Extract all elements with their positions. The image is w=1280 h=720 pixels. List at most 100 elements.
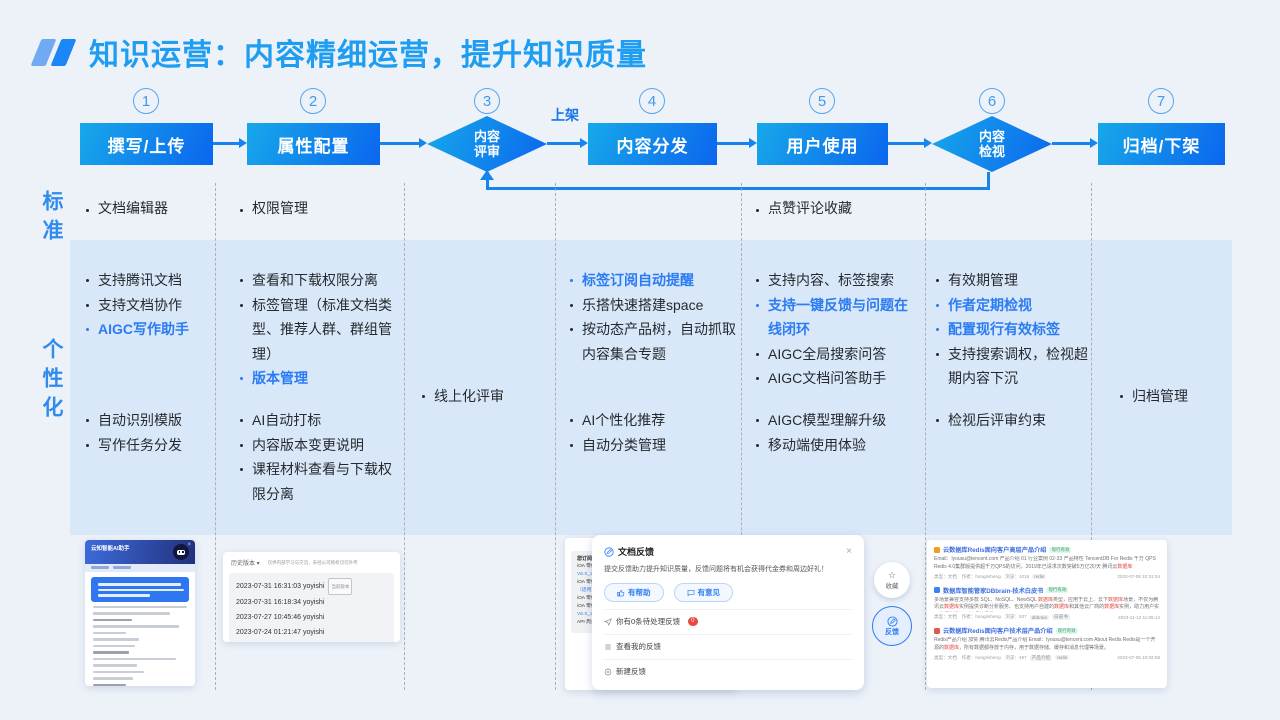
column-divider (925, 183, 926, 690)
version-text: 2023-07-24 01:21:47 yoyishi (236, 629, 325, 636)
result-meta: 类型：文档 作者：hongrisheng 浏览：537 dbbrain 白皮书 … (934, 614, 1160, 620)
bullet-icon (934, 408, 948, 433)
result-date: 2023-11-12 11:06:14 (1118, 614, 1160, 620)
column-divider (741, 183, 742, 690)
version-row[interactable]: 2023-07-31 16:31:03 yoyishi 当前版本 (236, 578, 387, 595)
feature-text: 支持搜索调权，检视超期内容下沉 (948, 345, 1088, 387)
favorite-button[interactable]: ☆ 收藏 (874, 562, 910, 598)
feature-text: 标签订阅自动提醒 (582, 272, 694, 288)
standard-cell-col1: 文档编辑器 (84, 198, 212, 218)
feature-text: 课程材料查看与下载权限分离 (252, 461, 392, 502)
result-tag[interactable]: dbbrain (1029, 614, 1049, 620)
step-diamond-content-inspection: 内容 检视 (932, 116, 1052, 172)
thumbs-up-icon (617, 589, 625, 596)
bullet-icon (84, 198, 98, 218)
feature-text: 文档编辑器 (98, 200, 168, 216)
arrow-right-icon (717, 138, 757, 148)
result-tag[interactable]: 白皮书 (1052, 614, 1070, 620)
helpful-button[interactable]: 有帮助 (604, 583, 664, 602)
feature-text: 乐搭快速搭建space (582, 296, 704, 313)
thumbnail-version-history: 历史版本 ▾ 仅供内部学习与交流，未经公司授权切勿外传 2023-07-31 1… (223, 552, 400, 642)
feature-text: AIGC全局搜索问答 (768, 345, 887, 362)
feature-item: 线上化评审 (420, 384, 548, 409)
version-row[interactable]: 2023-07-31 16:18:34 yoyishi (236, 595, 387, 610)
column-divider (1091, 183, 1092, 690)
pending-count-badge: 0 (688, 617, 698, 626)
bullet-icon (568, 268, 582, 293)
close-icon[interactable]: × (846, 546, 852, 557)
title-row: 知识运营：内容精细运营，提升知识质量 (30, 30, 647, 74)
step-number-6: 6 (979, 88, 1005, 114)
assistant-header: 云知智能AI助手 × (85, 540, 195, 564)
result-meta: 类型：文档 作者：hongrisheng 浏览：497 产品介绍 redis 2… (934, 654, 1160, 661)
opinion-button[interactable]: 有意见 (673, 583, 733, 602)
feature-item: 文档编辑器 (84, 198, 212, 218)
new-feedback-row[interactable]: 新建反馈 (604, 659, 852, 677)
feature-item: AI个性化推荐 (568, 408, 738, 433)
bullet-icon (84, 433, 98, 458)
close-icon[interactable]: × (187, 542, 191, 548)
result-title[interactable]: 数据库智能管家DBbrain-技术白皮书 (943, 587, 1044, 595)
feedback-pen-icon (886, 615, 898, 627)
step-number-3: 3 (474, 88, 500, 114)
feature-item: AIGC写作助手 (84, 317, 212, 342)
column-divider (215, 183, 216, 690)
result-title[interactable]: 云数据库Redis面向客户高层产品介绍 (943, 547, 1047, 554)
diamond-label-line2: 评审 (473, 144, 500, 159)
thumbnail-feedback-dialog: 文档反馈 × 提交反馈助力提升知识质量，反馈问题将有机会获得代金券和周边好礼！ … (592, 535, 864, 690)
step-number-1: 1 (133, 88, 159, 114)
valid-badge: 现行有效 (1049, 546, 1072, 553)
step-box-archive-takedown: 归档/下架 (1098, 123, 1225, 165)
search-result: 云数据库Redis面向客户高层产品介绍 现行有效 Email：lyousu@te… (934, 545, 1160, 580)
publish-label: 上架 (551, 107, 579, 123)
personalized-band (70, 240, 1232, 535)
arrow-up-icon (480, 170, 494, 180)
feature-text: 支持腾讯文档 (98, 272, 182, 288)
arrow-right-icon (1052, 138, 1098, 148)
version-dropdown[interactable]: 历史版本 ▾ (231, 561, 260, 567)
result-tag[interactable]: redis (1055, 655, 1070, 660)
row-label-personalized: 个性化 (40, 338, 63, 425)
standard-cell-col2: 权限管理 (238, 198, 398, 218)
my-feedback-row[interactable]: 查看我的反馈 (604, 634, 852, 652)
result-snippet: Email：lyousu@tencent.com 产品介绍 01 行业案例 02… (934, 556, 1156, 570)
step-diamond-content-review: 内容 评审 (427, 116, 547, 172)
step-box-content-distribution: 内容分发 (588, 123, 717, 165)
assistant-tabs[interactable] (85, 564, 195, 572)
feature-text: 权限管理 (252, 200, 308, 216)
bullet-icon (754, 366, 768, 391)
feature-item: 课程材料查看与下载权限分离 (238, 457, 400, 506)
send-icon (604, 617, 612, 626)
feedback-dialog-title: 文档反馈 (618, 547, 655, 557)
feature-item: 检视后评审约束 (934, 408, 1094, 433)
step-number-4: 4 (639, 88, 665, 114)
column-divider (404, 183, 405, 690)
version-row[interactable]: 2023-07-27 10:45:46 yoyishi (236, 610, 387, 625)
pending-feedback-row[interactable]: 你有0条待处理反馈 0 (604, 609, 852, 627)
result-tag[interactable]: redis (1032, 574, 1047, 579)
feature-text: 自动识别模版 (98, 412, 182, 428)
feature-text: AIGC模型理解升级 (768, 412, 887, 428)
bullet-icon (1118, 384, 1132, 409)
opinion-label: 有意见 (697, 588, 721, 597)
feedback-float-button[interactable]: 反馈 (872, 606, 912, 646)
assistant-user-bubble (91, 577, 189, 602)
feedback-buttons: 有帮助 有意见 (604, 583, 852, 602)
feature-item: 自动识别模版 (84, 408, 212, 433)
feature-text: AIGC写作助手 (98, 321, 189, 337)
bullet-icon (754, 342, 768, 367)
result-title[interactable]: 云数据库Redis面向客户技术层产品介绍 (943, 628, 1053, 635)
feature-text: 查看和下载权限分离 (252, 272, 378, 288)
personal-col2-top: 查看和下载权限分离标签管理（标准文档类型、推荐人群、群组管理）版本管理 (238, 268, 400, 391)
bullet-icon (934, 293, 948, 318)
feature-text: 标签管理（标准文档类型、推荐人群、群组管理） (252, 296, 392, 362)
version-row[interactable]: 2023-07-24 01:21:47 yoyishi (236, 625, 387, 640)
result-tag[interactable]: 产品介绍 (1029, 654, 1053, 661)
bullet-icon (568, 408, 582, 433)
step-box-write-upload: 撰写/上传 (80, 123, 213, 165)
feature-item: 写作任务分发 (84, 433, 212, 458)
bullet-icon (238, 366, 252, 391)
favorite-label: 收藏 (885, 582, 899, 590)
